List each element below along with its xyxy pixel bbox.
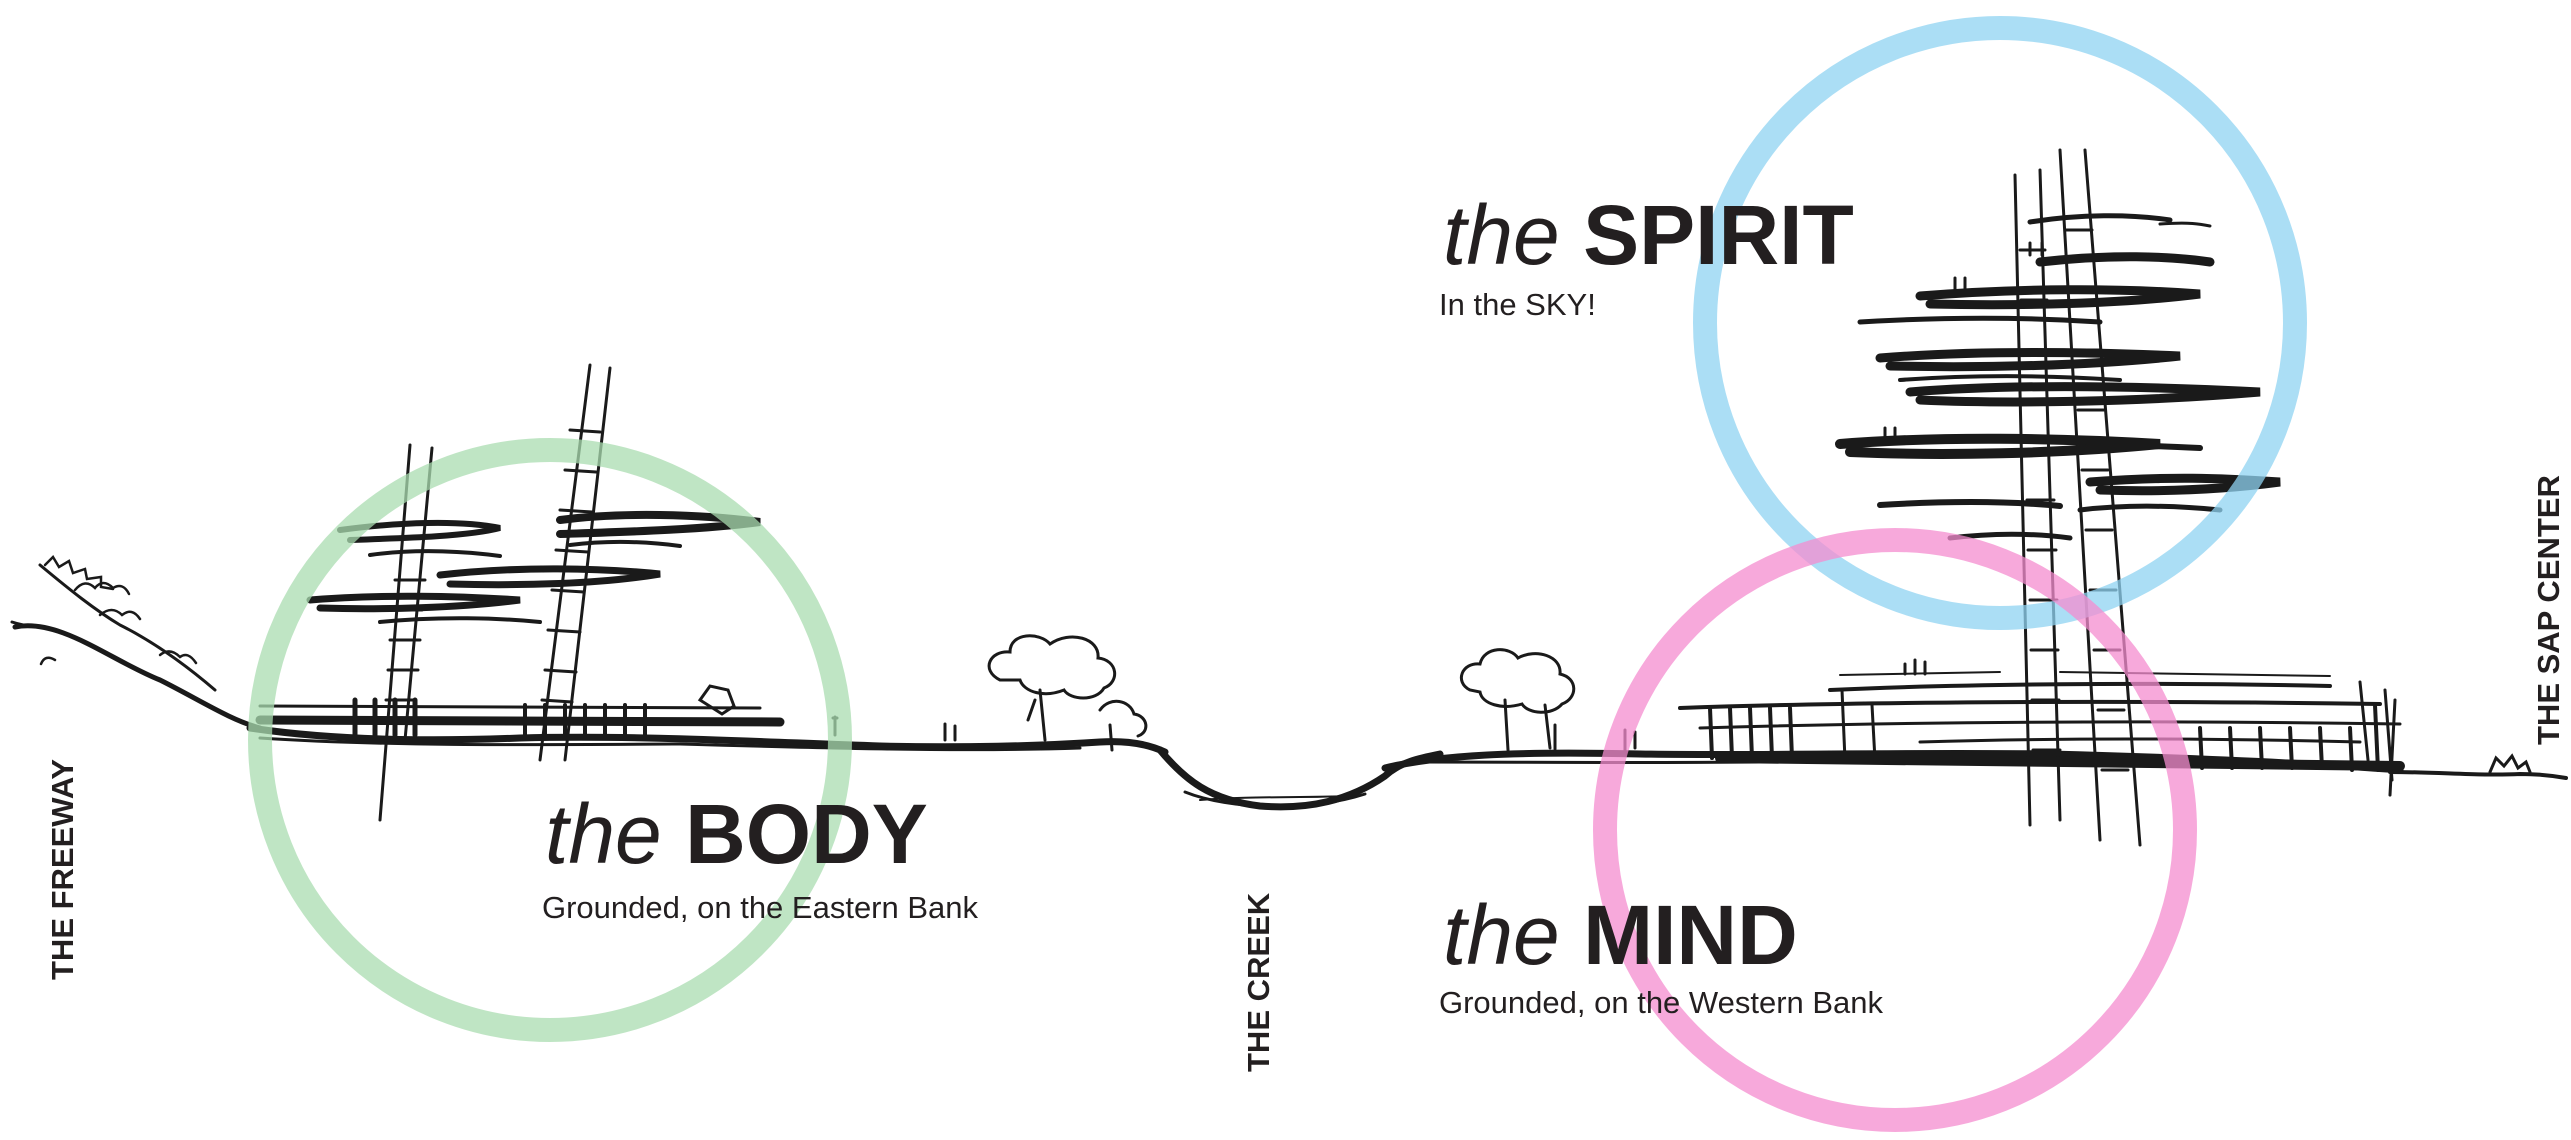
mind-heading: the MIND — [1443, 893, 1798, 977]
body-subtitle: Grounded, on the Eastern Bank — [542, 892, 978, 923]
mind-heading-article: the — [1443, 888, 1560, 982]
body-heading-word: BODY — [685, 787, 928, 881]
mind-subtitle: Grounded, on the Western Bank — [1439, 987, 1883, 1018]
creek-label: THE CREEK — [1243, 893, 1274, 1072]
mind-building-sketch — [1625, 660, 2530, 795]
body-heading-article: the — [545, 787, 662, 881]
freeway-bank-scribble — [41, 557, 196, 664]
mind-heading-word: MIND — [1583, 888, 1798, 982]
freeway-label: THE FREEWAY — [47, 759, 78, 980]
creek-trees-sketch — [989, 636, 1574, 750]
spirit-ring — [1705, 28, 2295, 618]
spirit-subtitle: In the SKY! — [1439, 289, 1596, 320]
spirit-heading: the SPIRIT — [1443, 193, 1854, 277]
spirit-heading-article: the — [1443, 188, 1560, 282]
body-heading: the BODY — [545, 792, 928, 876]
sap-center-label: THE SAP CENTER — [2533, 475, 2564, 745]
spirit-heading-word: SPIRIT — [1583, 188, 1854, 282]
